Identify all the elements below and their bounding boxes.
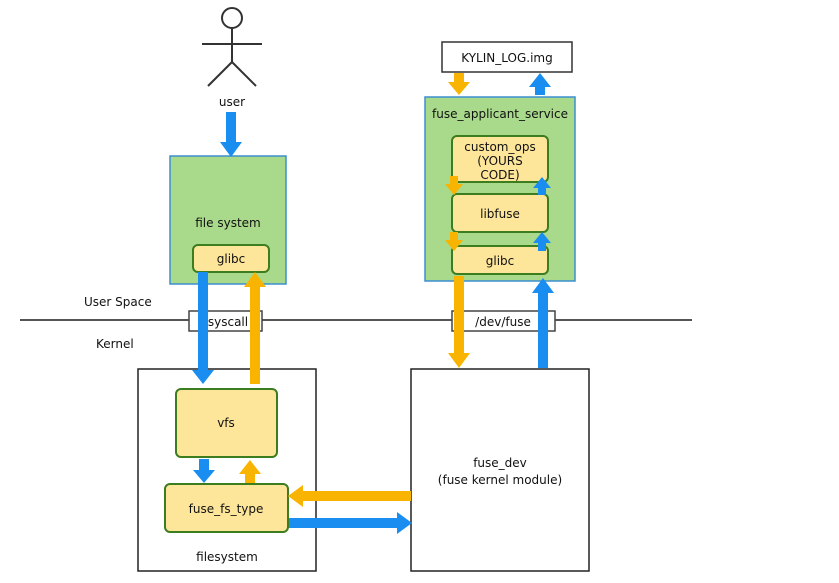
glibc-to-vfs-arrow <box>192 272 214 384</box>
fuse-fs-type-label: fuse_fs_type <box>189 502 264 516</box>
left-glibc-box <box>192 244 270 273</box>
custom-ops-label-line3: CODE) <box>480 168 519 182</box>
vfs-to-glibc-arrow <box>244 272 266 384</box>
fuse-service-label: fuse_applicant_service <box>432 107 568 121</box>
user-actor-icon <box>202 7 262 87</box>
kernel-filesystem-label: filesystem <box>196 550 258 564</box>
custom-ops-box <box>451 135 549 183</box>
fuse-dev-box <box>410 368 590 572</box>
customops-to-libfuse-arrow <box>445 176 463 195</box>
syscall-label: syscall <box>208 315 248 329</box>
glibc-to-libfuse-arrow <box>533 232 551 251</box>
fusedev-to-fusefstype-arrow <box>288 485 411 507</box>
image-to-service-arrow <box>448 73 470 95</box>
right-glibc-box <box>451 245 549 275</box>
dev-fuse-gateway <box>451 310 556 332</box>
vfs-label: vfs <box>217 416 235 430</box>
user-label: user <box>219 95 245 109</box>
libfuse-label: libfuse <box>480 207 520 221</box>
right-glibc-label: glibc <box>486 254 515 268</box>
dev-fuse-label: /dev/fuse <box>475 315 531 329</box>
fuse-dev-label-line2: (fuse kernel module) <box>438 473 562 487</box>
libfuse-to-customops-arrow <box>533 177 551 195</box>
libfuse-to-glibc-arrow <box>445 232 463 251</box>
file-system-label: file system <box>195 216 260 230</box>
vfs-to-fusefstype-arrow <box>193 459 215 483</box>
fusefstype-to-fusedev-arrow <box>289 512 412 534</box>
fuse-dev-label-line1: fuse_dev <box>473 456 527 470</box>
fuse-fs-type-box <box>164 483 289 533</box>
custom-ops-label-line2: (YOURS <box>477 154 523 168</box>
left-glibc-label: glibc <box>217 252 246 266</box>
user-to-filesystem-arrow <box>220 112 242 157</box>
user-space-label: User Space <box>84 295 152 309</box>
service-to-image-arrow <box>529 73 551 95</box>
fusefstype-to-vfs-arrow <box>239 460 261 483</box>
glibc-to-fusedev-arrow <box>448 276 470 368</box>
custom-ops-label-line1: custom_ops <box>464 140 535 154</box>
kernel-label: Kernel <box>96 337 134 351</box>
image-file-label: KYLIN_LOG.img <box>461 51 552 65</box>
image-file-box <box>441 41 573 73</box>
libfuse-box <box>451 193 549 233</box>
vfs-box <box>175 388 278 458</box>
fusedev-to-glibc-arrow <box>532 278 554 368</box>
